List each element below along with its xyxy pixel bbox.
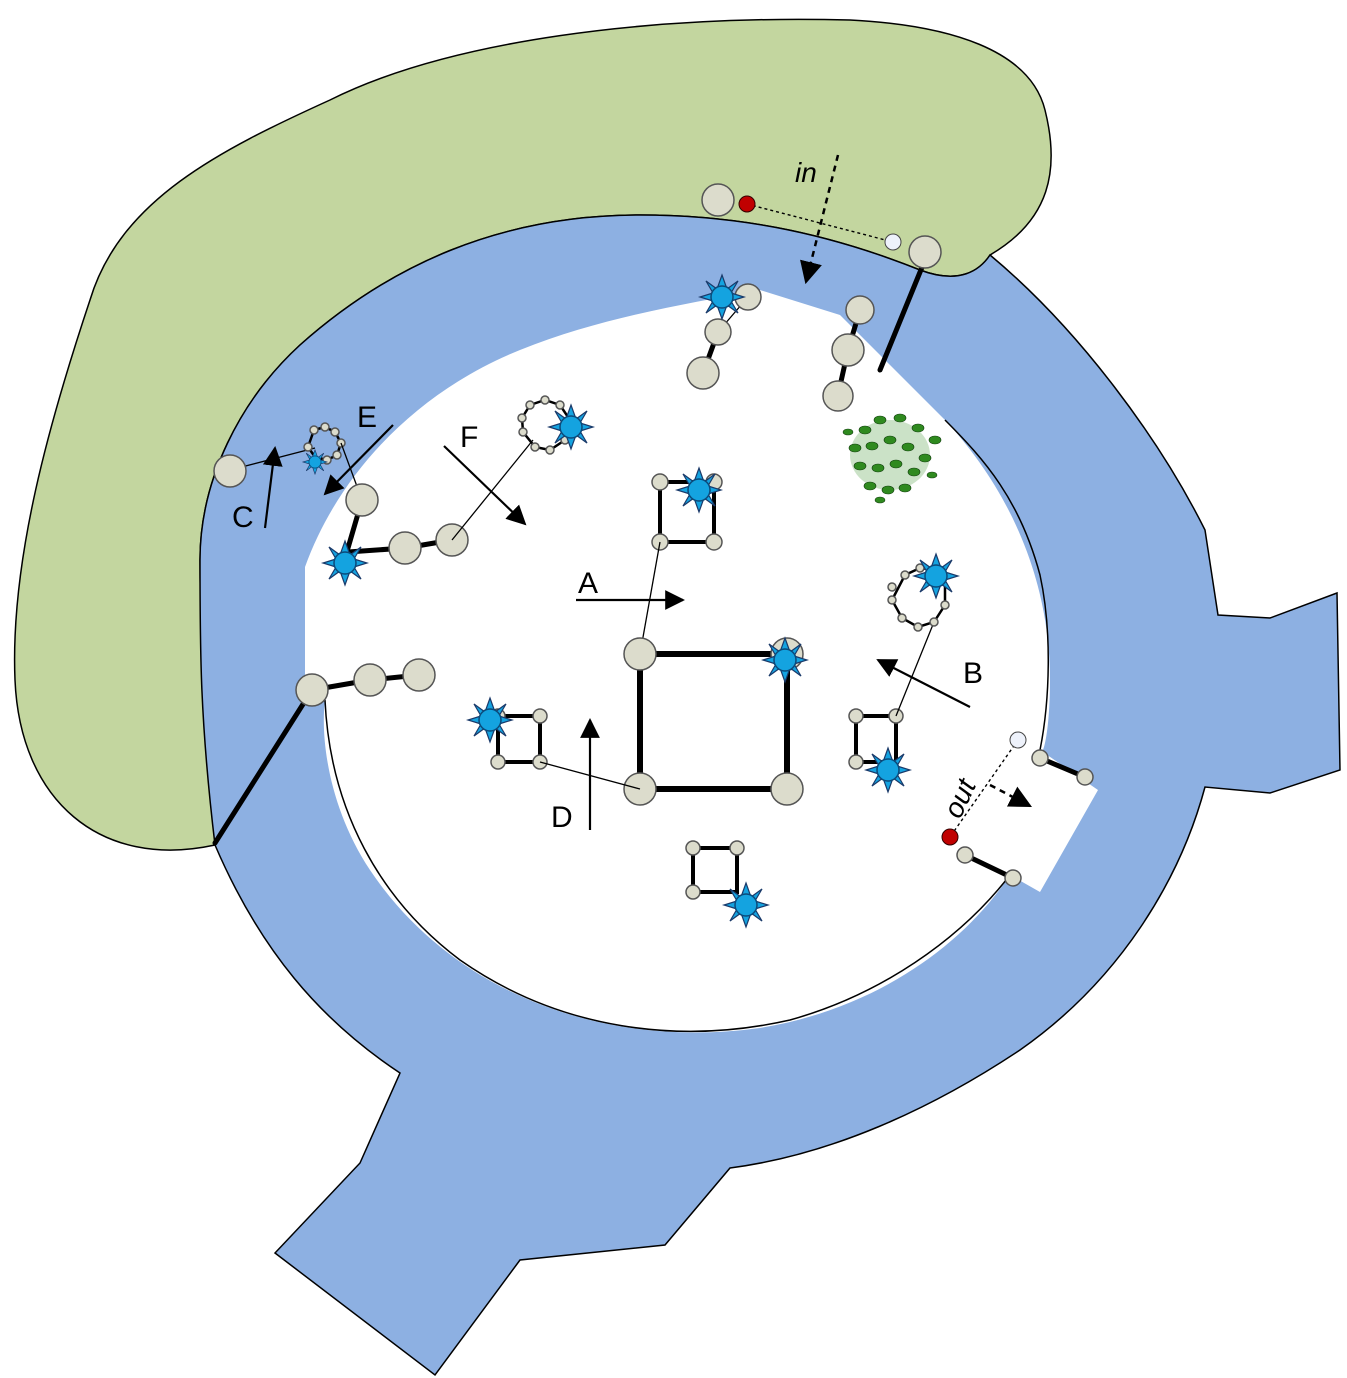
square-top [651, 467, 723, 551]
left-bar [212, 687, 315, 846]
blue-star-icon [865, 747, 911, 793]
label-e: E [357, 401, 377, 434]
blue-star-icon [467, 697, 513, 743]
blue-star-icon [322, 540, 368, 586]
arrow-f [443, 445, 527, 526]
square-right [848, 708, 911, 793]
out-arrow [989, 783, 1032, 808]
label-c: C [232, 501, 254, 534]
top-bar [877, 252, 930, 373]
label-a: A [578, 567, 598, 600]
label-f: F [460, 421, 478, 454]
red-dot-icon [941, 828, 959, 846]
blue-star-icon [548, 404, 594, 450]
small-ring-c [302, 422, 346, 475]
blue-star-icon [913, 553, 959, 599]
label-in: in [795, 157, 817, 188]
ring-b [887, 553, 959, 632]
label-d: D [551, 801, 573, 834]
arrow-e [323, 424, 394, 496]
label-b: B [963, 657, 983, 690]
arrow-b [876, 659, 971, 708]
red-dot-icon [738, 195, 756, 213]
arrow-c [262, 446, 283, 529]
square-bottom [685, 840, 769, 928]
inner-area [305, 290, 1098, 1033]
blue-star-icon [762, 637, 808, 683]
shrub-icon [842, 413, 942, 504]
ring-f [517, 395, 594, 455]
blue-star-icon [699, 274, 745, 320]
blue-star-icon [723, 882, 769, 928]
blue-star-icon [676, 467, 722, 513]
